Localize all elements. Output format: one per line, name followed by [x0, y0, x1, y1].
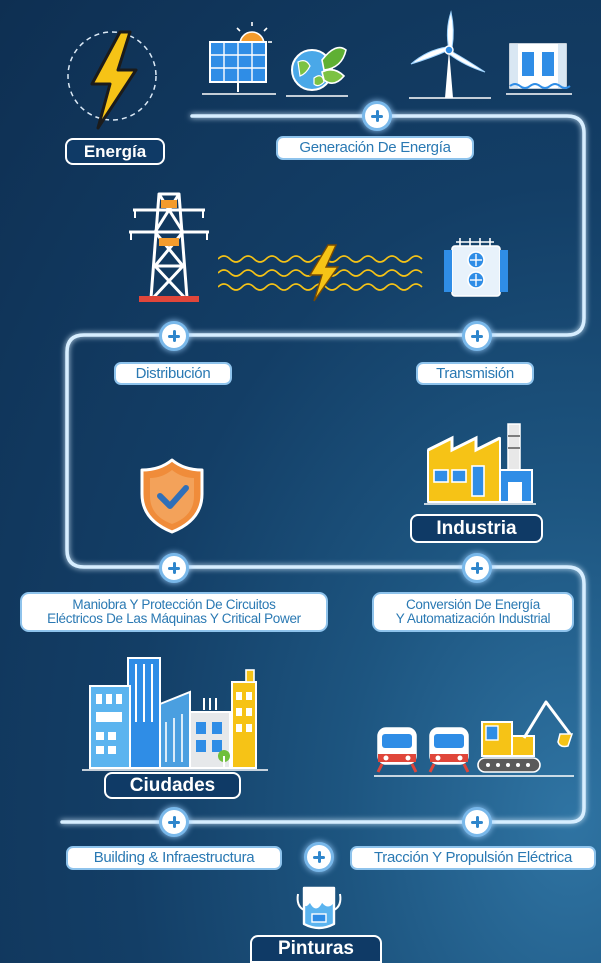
label-building-infraestructura: Building & Infraestructura [66, 846, 282, 870]
label-traccion-propulsion: Tracción Y Propulsión Eléctrica [350, 846, 596, 870]
city-buildings-icon [82, 657, 268, 771]
factory-icon [424, 423, 536, 505]
label-conversion-energia: Conversión De Energía Y Automatización I… [372, 592, 574, 632]
shield-check-icon [140, 458, 204, 534]
plus-node-maniobra[interactable] [159, 553, 189, 583]
label-maniobra-line2: Eléctricos De Las Máquinas Y Critical Po… [47, 611, 301, 626]
plus-node-traccion[interactable] [462, 807, 492, 837]
label-transmision: Transmisión [416, 362, 534, 385]
plus-node-transmision[interactable] [462, 321, 492, 351]
energia-label: Energía [65, 138, 165, 165]
label-maniobra-line1: Maniobra Y Protección De Circuitos [72, 596, 276, 612]
label-conversion-line2: Y Automatización Industrial [395, 611, 551, 626]
transmission-tower-icon [129, 192, 209, 302]
label-distribucion: Distribución [114, 362, 232, 385]
ciudades-label: Ciudades [104, 772, 241, 799]
power-flow-waves-icon [218, 244, 423, 302]
label-conversion-line1: Conversión De Energía [405, 596, 541, 612]
plus-node-generacion[interactable] [362, 101, 392, 131]
plus-node-pinturas[interactable] [304, 842, 334, 872]
hydro-dam-icon [506, 43, 572, 95]
industria-label: Industria [410, 514, 543, 543]
lightning-bolt-icon [67, 30, 157, 130]
solar-panel-icon [202, 22, 276, 95]
plus-node-conversion[interactable] [462, 553, 492, 583]
wind-turbine-icon [409, 10, 491, 99]
label-maniobra-proteccion: Maniobra Y Protección De Circuitos Eléct… [20, 592, 328, 632]
label-generacion-de-energia: Generación De Energía [276, 136, 474, 160]
plus-node-distribucion[interactable] [159, 321, 189, 351]
plus-node-building[interactable] [159, 807, 189, 837]
trains-excavator-icon [374, 700, 574, 777]
eco-globe-icon [286, 46, 348, 97]
pinturas-label: Pinturas [250, 935, 382, 963]
paint-bucket-icon [296, 886, 342, 930]
transformer-icon [444, 238, 508, 297]
